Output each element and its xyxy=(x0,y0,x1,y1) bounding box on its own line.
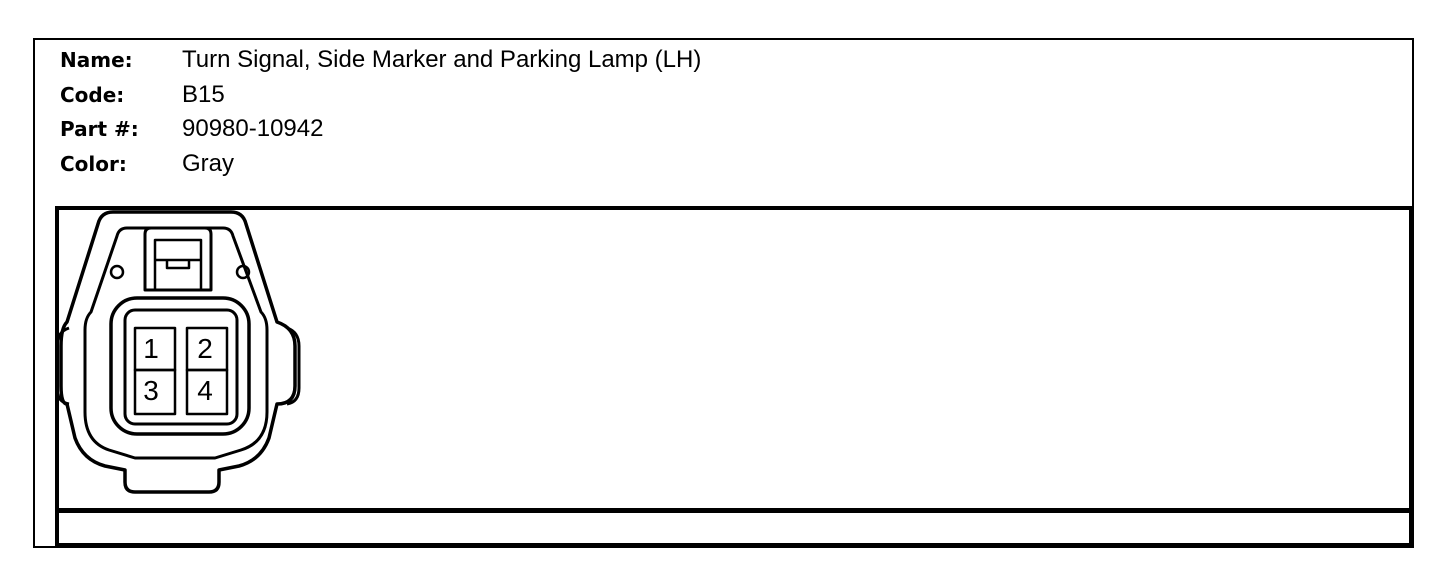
terminal-frame-outer xyxy=(109,296,251,436)
connector-color: Gray xyxy=(182,150,235,177)
right-mounting-hole-icon xyxy=(235,264,251,280)
connector-housing-inner xyxy=(83,226,269,460)
terminal-frame-inner xyxy=(123,308,239,426)
connector-name: Turn Signal, Side Marker and Parking Lam… xyxy=(182,46,702,73)
pin-number-3: 3 xyxy=(143,375,159,406)
part-label: Part #: xyxy=(60,117,139,141)
pin-number-1: 1 xyxy=(143,333,159,364)
pin-number-2: 2 xyxy=(197,333,213,364)
diagram-footer-box xyxy=(55,509,1413,547)
color-label: Color: xyxy=(60,152,127,176)
connector-housing-outer xyxy=(59,210,297,494)
left-mounting-hole-icon xyxy=(109,264,125,280)
pin-number-4: 4 xyxy=(197,375,213,406)
lock-tab-notch xyxy=(155,258,201,270)
connector-info-frame xyxy=(33,38,1414,548)
lock-tab-outer xyxy=(143,226,213,292)
left-side-latch xyxy=(55,326,70,406)
part-number: 90980-10942 xyxy=(182,115,324,142)
lock-tab-inner xyxy=(153,238,203,292)
code-label: Code: xyxy=(60,83,125,107)
connector-face-diagram: 1 2 3 4 xyxy=(55,210,301,494)
right-side-latch xyxy=(286,326,301,406)
connector-code: B15 xyxy=(182,81,225,108)
name-label: Name: xyxy=(60,48,133,72)
